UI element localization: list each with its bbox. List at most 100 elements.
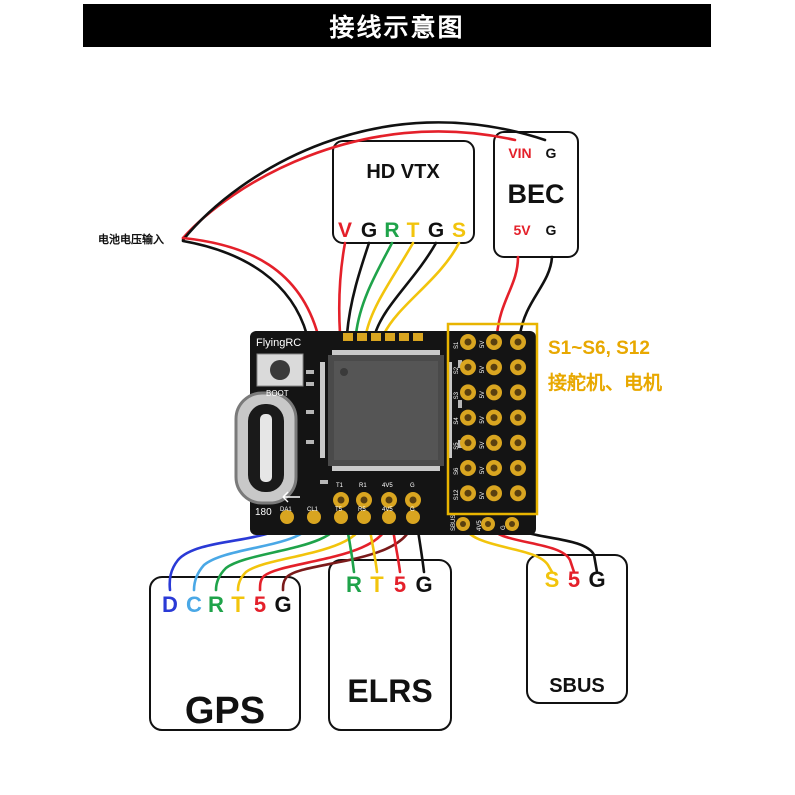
sbus-box xyxy=(526,554,628,704)
servo-pad-hole xyxy=(490,388,498,396)
wires xyxy=(168,121,599,592)
gps-pads xyxy=(280,510,420,524)
servo-pad-hole xyxy=(490,489,498,497)
bec-pin-g-bottom: G xyxy=(546,222,557,238)
gps-pin-g: G xyxy=(274,592,291,617)
pad-label-4v5-upper: 4V5 xyxy=(382,483,393,489)
vtx-pin-t: T xyxy=(407,219,420,242)
servo-pad-hole xyxy=(490,464,498,472)
gps-title: GPS xyxy=(185,690,265,732)
gps-pin-c: C xyxy=(186,592,202,617)
servo-row-label: S4 xyxy=(454,417,460,425)
battery-wire-black xyxy=(181,121,547,242)
pad-label-g-lower: G xyxy=(410,507,415,513)
servo-pad-hole xyxy=(464,414,472,422)
rotation-label: 180 xyxy=(255,507,272,518)
servo-highlight-box xyxy=(446,322,539,516)
servo-header: S1 5V S2 5V S3 5V S4 5V S5 5V S6 5V S12 5V xyxy=(454,334,526,502)
servo-row-label: S5 xyxy=(454,442,460,450)
gps-box xyxy=(149,576,301,731)
elrs-pads xyxy=(333,492,421,508)
vtx-pin-r: R xyxy=(384,219,399,242)
battery-label: 电池电压输入 xyxy=(98,232,164,246)
elrs-title: ELRS xyxy=(347,673,432,709)
vtx-wire-g1 xyxy=(345,241,371,336)
elrs-pin-g: G xyxy=(415,572,432,597)
elrs-box xyxy=(328,559,452,731)
servo-pad-hole xyxy=(464,464,472,472)
gps-pin-5: 5 xyxy=(254,592,266,617)
servo-pad-hole xyxy=(464,439,472,447)
servo-pad-hole xyxy=(514,439,522,447)
battery-to-board-red xyxy=(181,236,320,337)
servo-5v-label: 5V xyxy=(480,366,486,373)
page-title: 接线示意图 xyxy=(329,12,465,42)
vtx-wire-g2 xyxy=(373,241,438,336)
bec-box xyxy=(493,131,579,258)
vtx-pin-g1: G xyxy=(361,219,377,242)
servo-pad-hole xyxy=(490,414,498,422)
gps-pin-r: R xyxy=(208,592,224,617)
elrs-pin-t: T xyxy=(370,572,384,597)
servo-row-label: S3 xyxy=(454,391,460,399)
pad-label-4v5-lower: 4V5 xyxy=(382,507,393,513)
hd-vtx-title: HD VTX xyxy=(366,161,440,183)
vtx-wire-v xyxy=(337,241,347,336)
servo-pad-hole xyxy=(514,388,522,396)
sbus-title: SBUS xyxy=(549,675,605,697)
servo-pad-hole xyxy=(514,414,522,422)
vtx-wire-s xyxy=(382,241,461,336)
pad-label-cl1: CL1 xyxy=(307,507,319,513)
bec-pin-5v: 5V xyxy=(513,222,531,238)
sbus-pin-s: S xyxy=(545,567,560,592)
gps-pin-t: T xyxy=(231,592,245,617)
title-bar: 接线示意图 xyxy=(83,4,711,47)
sbus-pin-5: 5 xyxy=(568,567,580,592)
gps-wire-r xyxy=(214,515,343,592)
pad-label-g-upper: G xyxy=(410,483,415,489)
servo-pad-hole xyxy=(490,363,498,371)
servo-5v-label: 5V xyxy=(480,416,486,423)
elrs-pin-r: R xyxy=(346,572,362,597)
pad-label-sbus-4v5: 4V5 xyxy=(477,520,483,531)
pad-label-r1: R1 xyxy=(359,483,367,489)
servo-pad-hole xyxy=(490,338,498,346)
servo-pad-hole xyxy=(514,464,522,472)
vtx-pin-s: S xyxy=(452,219,466,242)
servo-5v-label: 5V xyxy=(480,441,486,448)
servo-pad-hole xyxy=(464,338,472,346)
pad-label-sbus: SBUS xyxy=(451,515,457,531)
servo-row-label: S12 xyxy=(454,489,460,500)
boot-label: BOOT xyxy=(266,389,289,398)
gps-pin-d: D xyxy=(162,592,178,617)
servo-5v-label: 5V xyxy=(480,341,486,348)
flight-controller-board: BOOT FlyingRC 180 xyxy=(234,331,536,535)
servo-5v-label: 5V xyxy=(480,492,486,499)
servo-pad-hole xyxy=(490,439,498,447)
hd-vtx-box xyxy=(332,140,475,244)
servo-row-label: S6 xyxy=(454,467,460,475)
vtx-wire-r xyxy=(354,241,394,336)
bec-pin-vin: VIN xyxy=(508,145,531,161)
servo-pad-hole xyxy=(464,363,472,371)
servo-pad-hole xyxy=(514,489,522,497)
mcu-chip xyxy=(320,350,452,471)
servo-pad-hole xyxy=(514,338,522,346)
servo-row-label: S2 xyxy=(454,366,460,374)
pad-label-r5: R5 xyxy=(358,507,366,513)
battery-to-board-black xyxy=(181,239,309,337)
pad-label-t1: T1 xyxy=(336,483,344,489)
gps-wire-5 xyxy=(258,515,391,592)
servo-pad-hole xyxy=(464,489,472,497)
servo-5v-label: 5V xyxy=(480,391,486,398)
sbus-pads xyxy=(456,517,519,531)
vtx-pin-g2: G xyxy=(428,219,444,242)
vtx-wire-t xyxy=(364,241,415,336)
servo-row-label: S1 xyxy=(454,341,460,349)
vtx-pin-v: V xyxy=(338,219,352,242)
pad-label-da1: DA1 xyxy=(280,507,292,513)
pad-label-sbus-g: G xyxy=(501,525,507,530)
servo-5v-label: 5V xyxy=(480,467,486,474)
elrs-pin-5: 5 xyxy=(394,572,406,597)
